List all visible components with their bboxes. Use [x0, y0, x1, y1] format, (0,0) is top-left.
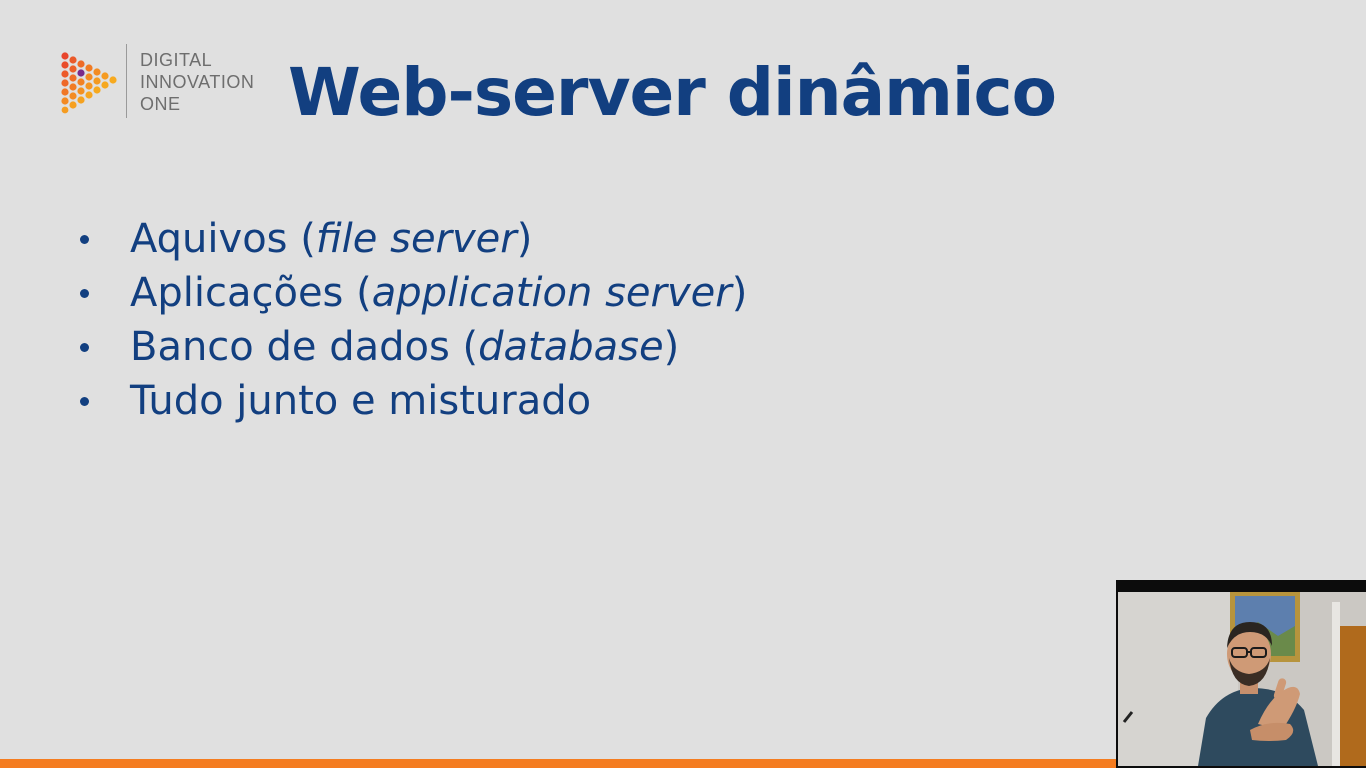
bullet-text: Banco de dados ( [130, 324, 479, 370]
presenter-video-icon [1118, 592, 1366, 766]
presenter-webcam-overlay [1116, 580, 1366, 768]
bullet-italic-text: file server [315, 216, 517, 262]
bullet-item: Banco de dados (database) [76, 320, 747, 374]
bullet-italic-text: database [478, 324, 664, 370]
logo-divider [126, 44, 127, 118]
slide-title: Web-server dinâmico [288, 54, 1057, 131]
bullet-dot-icon [80, 397, 89, 406]
bullet-dot-icon [80, 343, 89, 352]
digital-innovation-one-logo: DIGITAL INNOVATION ONE [58, 44, 298, 118]
triangle-dots-logo-icon [61, 52, 117, 114]
orange-accent-bar [0, 759, 1366, 768]
bullet-suffix: ) [516, 216, 533, 262]
bullet-dot-icon [80, 235, 89, 244]
logo-line-1: DIGITAL [140, 50, 213, 70]
logo-line-2: INNOVATION [140, 72, 255, 92]
bullet-item: Aquivos (file server) [76, 212, 747, 266]
bullet-text: Tudo junto e misturado [130, 378, 592, 424]
bullet-item: Tudo junto e misturado [76, 374, 747, 428]
logo-line-3: ONE [140, 94, 181, 114]
bullet-item: Aplicações (application server) [76, 266, 747, 320]
bullet-text: Aplicações ( [130, 270, 372, 316]
webcam-video-frame [1118, 592, 1366, 766]
bullet-suffix: ) [663, 324, 680, 370]
logo-wordmark: DIGITAL INNOVATION ONE [140, 49, 254, 115]
bullet-italic-text: application server [371, 270, 732, 316]
bullet-suffix: ) [731, 270, 748, 316]
bullet-text: Aquivos ( [130, 216, 316, 262]
bullet-dot-icon [80, 289, 89, 298]
bullet-list: Aquivos (file server) Aplicações (applic… [76, 212, 747, 428]
